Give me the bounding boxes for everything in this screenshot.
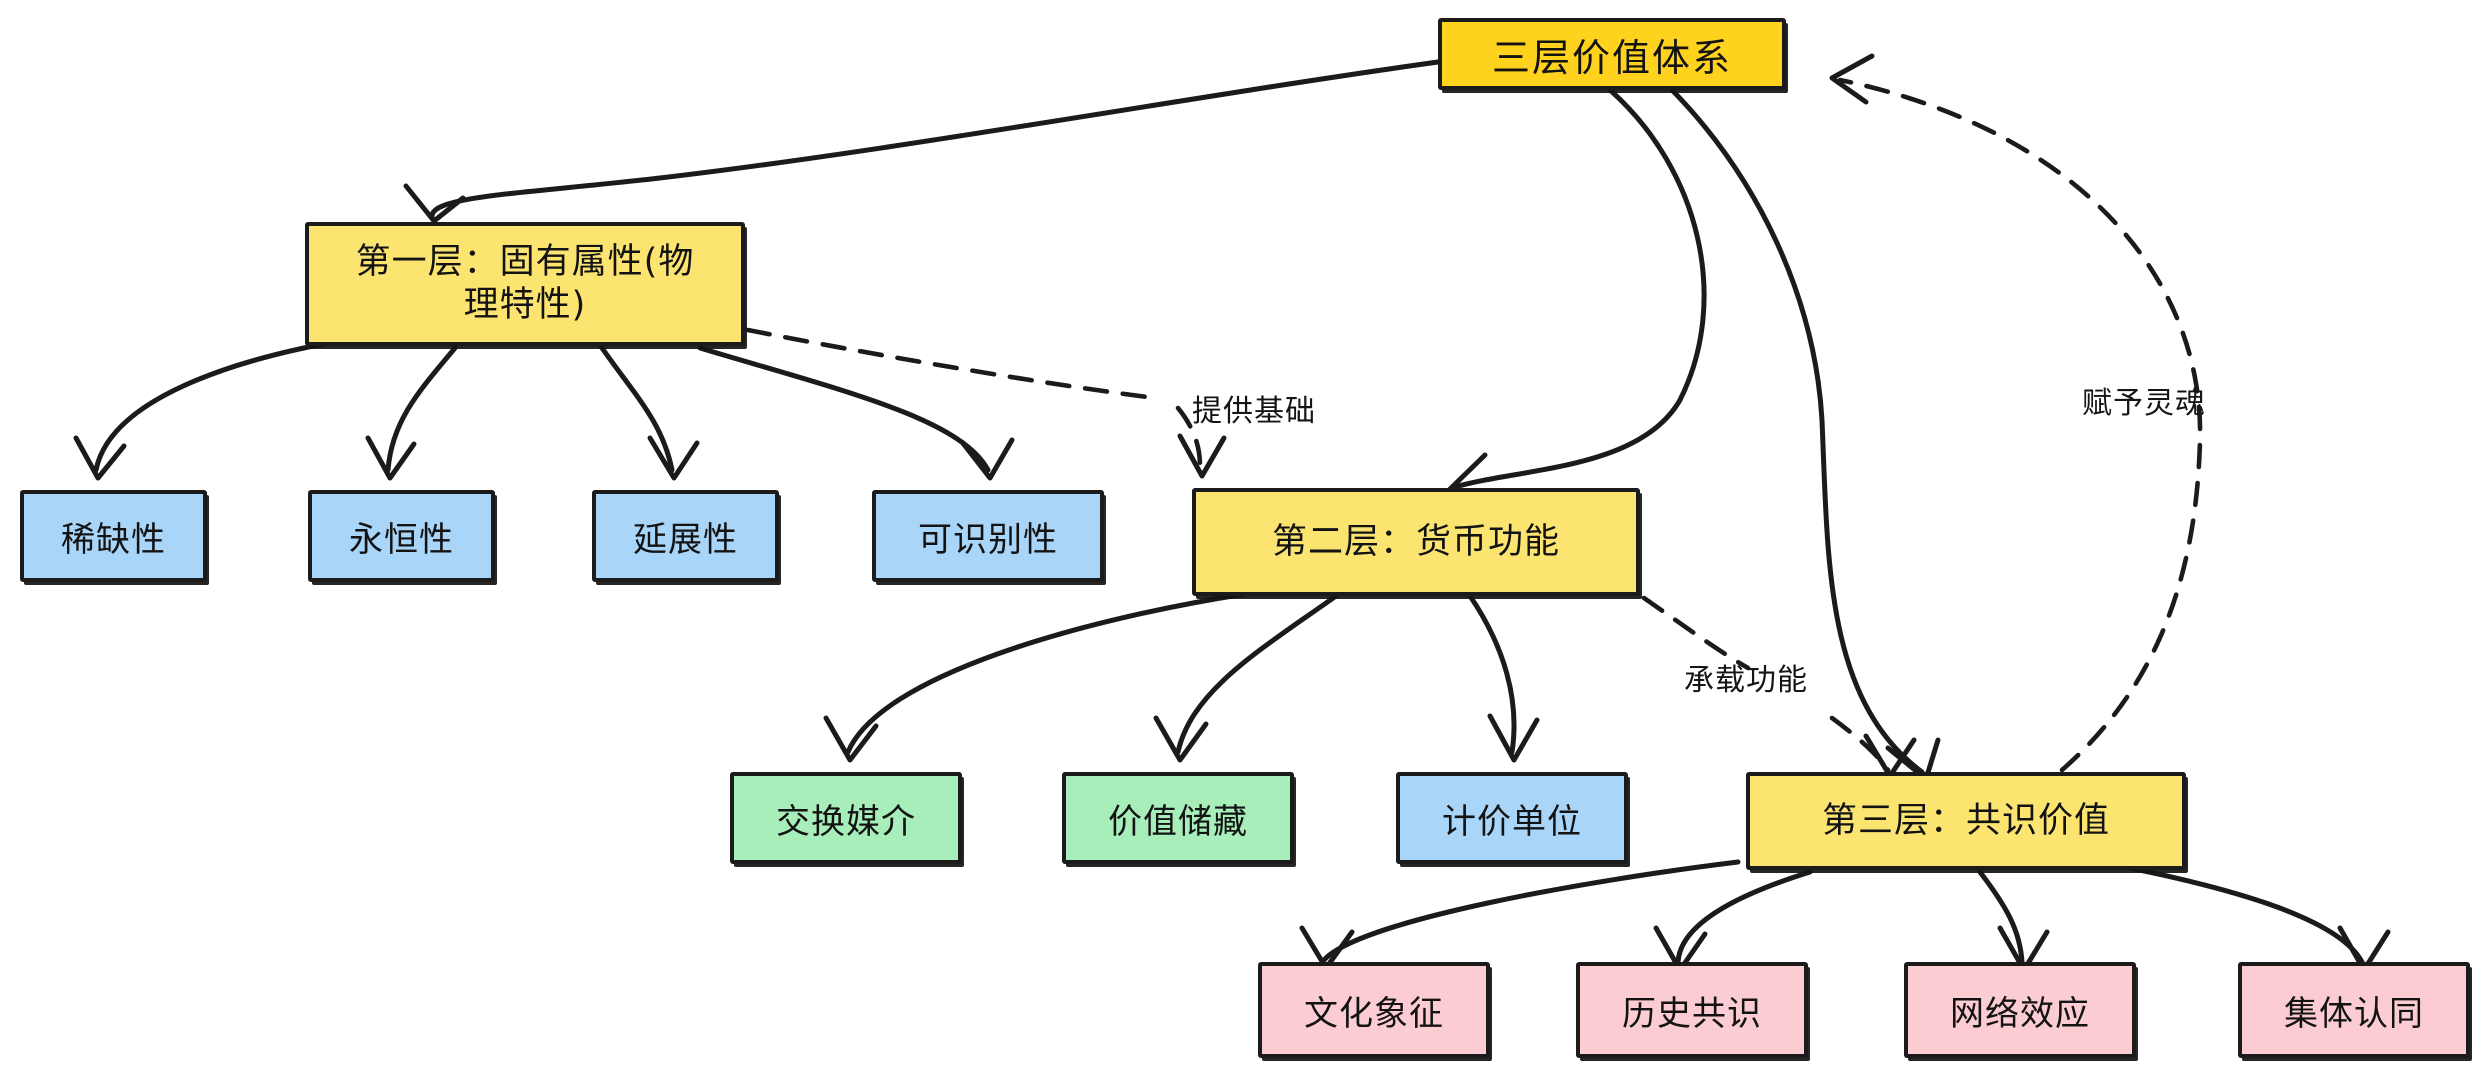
edge-label-carries-function: 承载功能 bbox=[1684, 663, 1808, 698]
edge-layer3-to-network bbox=[1977, 869, 2050, 973]
node-medium-of-exchange[interactable]: 交换媒介 bbox=[730, 772, 962, 864]
node-layer1[interactable]: 第一层：固有属性(物 理特性) bbox=[305, 222, 745, 346]
edge-layer1-to-permanence bbox=[365, 345, 458, 481]
node-collective-identity[interactable]: 集体认同 bbox=[2238, 962, 2470, 1058]
node-ductility[interactable]: 延展性 bbox=[592, 490, 779, 582]
node-layer2-label: 第二层：货币功能 bbox=[1271, 521, 1560, 562]
node-store-of-value-label: 价值储藏 bbox=[1108, 801, 1248, 842]
node-collective-identity-label: 集体认同 bbox=[2284, 993, 2424, 1034]
node-historical-consensus[interactable]: 历史共识 bbox=[1576, 962, 1808, 1058]
node-historical-consensus-label: 历史共识 bbox=[1622, 993, 1762, 1034]
node-recognizable-label: 可识别性 bbox=[918, 519, 1058, 560]
node-unit-of-account[interactable]: 计价单位 bbox=[1396, 772, 1628, 864]
node-layer3[interactable]: 第三层：共识价值 bbox=[1746, 772, 2186, 870]
node-network-effect-label: 网络效应 bbox=[1950, 993, 2090, 1034]
node-permanence-label: 永恒性 bbox=[349, 519, 454, 560]
edge-layer3-to-identity bbox=[2117, 863, 2391, 973]
node-recognizable[interactable]: 可识别性 bbox=[872, 490, 1104, 582]
edge-layer2-to-medium bbox=[823, 591, 1248, 763]
edge-root-to-layer2 bbox=[1445, 87, 1707, 508]
node-cultural-symbol-label: 文化象征 bbox=[1304, 993, 1444, 1034]
node-network-effect[interactable]: 网络效应 bbox=[1904, 962, 2136, 1058]
node-layer3-label: 第三层：共识价值 bbox=[1821, 800, 2110, 841]
node-store-of-value[interactable]: 价值储藏 bbox=[1062, 772, 1294, 864]
edge-layer1-to-scarcity bbox=[73, 337, 348, 481]
edge-layer1-to-recognizable bbox=[697, 345, 1015, 481]
edge-layer2-to-store bbox=[1153, 593, 1339, 763]
node-root[interactable]: 三层价值体系 bbox=[1438, 18, 1786, 90]
node-layer2[interactable]: 第二层：货币功能 bbox=[1192, 488, 1640, 596]
node-permanence[interactable]: 永恒性 bbox=[308, 490, 495, 582]
edge-label-provides-foundation: 提供基础 bbox=[1192, 394, 1316, 429]
edge-root-to-layer1 bbox=[403, 59, 1441, 224]
edge-layer2-to-unit bbox=[1467, 593, 1540, 763]
node-medium-of-exchange-label: 交换媒介 bbox=[776, 801, 916, 842]
edge-layer3-to-history bbox=[1653, 869, 1813, 973]
edge-label-gives-soul: 赋予灵魂 bbox=[2082, 386, 2206, 421]
edge-layer1-to-layer2-dashed bbox=[745, 327, 1227, 479]
node-ductility-label: 延展性 bbox=[633, 519, 738, 560]
node-scarcity-label: 稀缺性 bbox=[61, 519, 166, 560]
node-layer1-label: 第一层：固有属性(物 理特性) bbox=[355, 242, 695, 325]
node-scarcity[interactable]: 稀缺性 bbox=[20, 490, 207, 582]
edge-layer1-to-ductility bbox=[597, 342, 700, 481]
node-cultural-symbol[interactable]: 文化象征 bbox=[1258, 962, 1490, 1058]
node-unit-of-account-label: 计价单位 bbox=[1442, 801, 1582, 842]
edge-layer3-to-root-dashed bbox=[1829, 53, 2203, 773]
node-root-label: 三层价值体系 bbox=[1491, 35, 1732, 80]
